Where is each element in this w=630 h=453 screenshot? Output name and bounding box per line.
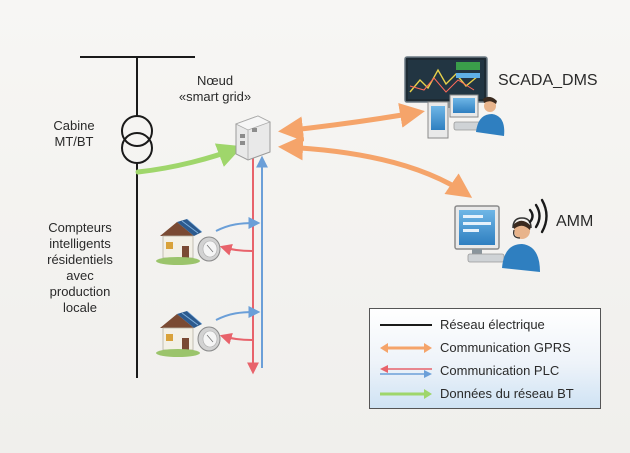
wireless-signal-icon xyxy=(528,198,548,234)
plc-red-branch-2 xyxy=(219,333,253,345)
solar-house-2-icon xyxy=(156,310,203,357)
legend-line-sample xyxy=(380,324,432,326)
legend: Réseau électrique Communication GPRS Com… xyxy=(369,308,601,409)
legend-label: Communication PLC xyxy=(440,363,560,378)
meters-label-line-2: intelligents xyxy=(49,236,111,251)
legend-arrow-sample xyxy=(380,343,432,353)
solar-house-1-icon xyxy=(156,218,203,265)
smart-meter-2-icon xyxy=(197,326,221,352)
smart-grid-node-box xyxy=(234,115,272,161)
node-label-line-2: «smart grid» xyxy=(178,89,252,104)
plc-red-branch-1 xyxy=(219,244,253,256)
meters-label-line-4: avec xyxy=(66,268,94,283)
plc-blue-branch-1 xyxy=(215,217,261,232)
legend-item-plc: Communication PLC xyxy=(370,361,600,381)
meters-label-line-6: locale xyxy=(63,300,97,315)
amm-label: AMM xyxy=(556,213,594,230)
meters-label-line-5: production xyxy=(49,284,111,299)
legend-item-electrical-network: Réseau électrique xyxy=(370,315,600,335)
legend-bi-arrow-sample xyxy=(380,365,432,378)
legend-item-lv-data: Données du réseau BT xyxy=(370,384,600,404)
meters-label-line-3: résidentiels xyxy=(47,252,113,267)
legend-item-gprs: Communication GPRS xyxy=(370,338,600,358)
plc-blue-branch-2 xyxy=(215,306,261,321)
scada-label: SCADA_DMS xyxy=(498,72,598,89)
gprs-link-scada xyxy=(278,103,425,142)
legend-arrow-sample xyxy=(380,389,432,399)
transformer-primary-winding xyxy=(121,115,153,147)
transformer-secondary-winding xyxy=(121,132,153,164)
lv-data-arrow xyxy=(135,143,243,175)
scada-workstation-icon xyxy=(404,56,505,139)
electrical-network xyxy=(80,56,195,378)
legend-label: Données du réseau BT xyxy=(440,386,574,401)
meters-label-line-1: Compteurs xyxy=(48,220,112,235)
legend-label: Communication GPRS xyxy=(440,340,571,355)
amm-workstation-icon xyxy=(454,205,540,272)
smart-meter-1-icon xyxy=(197,236,221,262)
node-label-line-1: Nœud xyxy=(196,73,234,88)
legend-label: Réseau électrique xyxy=(440,317,545,332)
cabin-label-line-1: Cabine xyxy=(53,118,95,133)
gprs-link-amm xyxy=(278,135,473,198)
cabin-label-line-2: MT/BT xyxy=(54,134,94,149)
